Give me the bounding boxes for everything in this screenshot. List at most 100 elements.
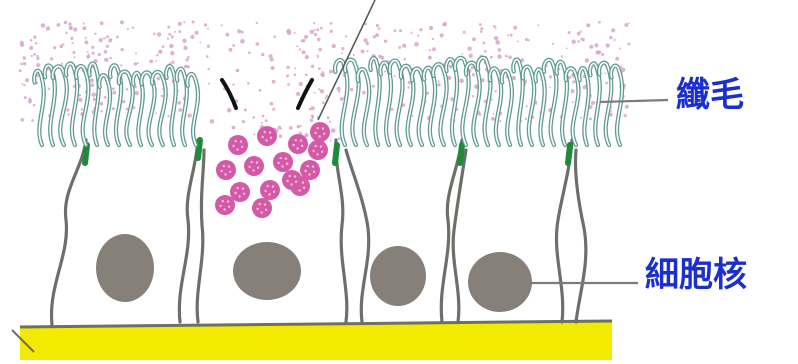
- cell-walls: [12, 140, 586, 352]
- mucus-dot: [394, 29, 397, 32]
- mucus-dot: [121, 48, 124, 51]
- mucus-dot: [429, 26, 433, 30]
- granule-speck: [223, 165, 225, 167]
- mucus-dot: [207, 28, 209, 30]
- tight-junction: [460, 145, 462, 163]
- mucus-dot: [329, 70, 333, 74]
- mucus-dot: [255, 42, 259, 46]
- mucus-dot: [192, 21, 195, 24]
- mucus-dot: [33, 53, 36, 56]
- nucleus: [370, 246, 426, 306]
- mucus-dot: [412, 115, 414, 117]
- mucus-dot: [380, 56, 384, 60]
- mucus-dot: [586, 23, 590, 27]
- mucus-dot: [68, 22, 71, 25]
- mucus-dot: [91, 93, 95, 97]
- mucus-dot: [46, 26, 50, 30]
- mucus-dot: [497, 54, 501, 58]
- mucus-dot: [480, 27, 483, 30]
- mucus-dot: [490, 56, 493, 59]
- mucus-dot: [195, 31, 199, 35]
- mucus-dot: [261, 53, 264, 56]
- mucus-dot: [259, 89, 262, 92]
- granule-speck: [236, 148, 238, 150]
- mucus-dot: [299, 82, 303, 86]
- mucus-dot: [106, 45, 109, 48]
- mucus-dot: [572, 80, 575, 83]
- mucus-dot: [280, 128, 282, 130]
- tight-junction: [335, 145, 337, 163]
- mucus-dot: [494, 36, 498, 40]
- mucus-dot: [294, 68, 296, 70]
- mucus-dot: [158, 51, 161, 54]
- granule-speck: [240, 140, 242, 142]
- mucus-dot: [320, 27, 323, 30]
- cell-wall: [52, 140, 86, 325]
- granule-speck: [312, 150, 314, 152]
- mucus-dot: [537, 24, 539, 26]
- mucus-dot: [67, 113, 69, 115]
- mucus-dot: [362, 91, 366, 95]
- granule-speck: [295, 181, 297, 183]
- mucus-dot: [269, 54, 273, 58]
- mucus-dot: [207, 68, 209, 70]
- mucus-dot: [364, 38, 368, 42]
- granule: [282, 170, 302, 190]
- mucus-dot: [236, 69, 240, 73]
- granule: [252, 198, 272, 218]
- granule: [308, 140, 328, 160]
- mucus-dot: [311, 114, 314, 117]
- mucus-dot: [69, 26, 73, 30]
- mucus-dot: [78, 98, 82, 102]
- granule-speck: [289, 175, 291, 177]
- mucus-dot: [305, 74, 308, 77]
- mucus-dot: [65, 32, 67, 34]
- granule-speck: [241, 146, 243, 148]
- mucus-dot: [229, 48, 233, 52]
- mucus-dot: [326, 95, 328, 97]
- mucus-dot: [226, 33, 230, 37]
- mucus-dot: [373, 35, 376, 38]
- mucus-dot: [92, 52, 95, 55]
- mucus-dot: [628, 43, 631, 46]
- mucus-dot: [572, 40, 576, 44]
- mucus-dot: [399, 29, 402, 32]
- granule-speck: [316, 153, 318, 155]
- mucus-dot: [241, 31, 244, 34]
- mucus-dot: [186, 58, 189, 61]
- mucus-dot: [449, 65, 453, 69]
- mucus-dot: [232, 44, 235, 47]
- mucus-dot: [167, 38, 169, 40]
- mucus-dot: [378, 28, 381, 31]
- granule-speck: [323, 133, 325, 135]
- granule: [257, 126, 277, 146]
- mucus-dot: [341, 53, 343, 55]
- mucus-dot: [305, 55, 309, 59]
- mucus-dot: [171, 61, 174, 64]
- mucus-dot: [624, 23, 628, 27]
- mucus-dot: [36, 63, 40, 67]
- mucus-dot: [493, 25, 496, 28]
- granule-speck: [235, 140, 237, 142]
- tight-junction: [568, 145, 570, 163]
- mucus-dot: [66, 108, 69, 111]
- mucus-dot: [297, 125, 300, 128]
- mucus-dot: [546, 65, 548, 67]
- mucus-dot: [87, 51, 89, 53]
- mucus-dot: [155, 112, 157, 114]
- granule-speck: [286, 180, 288, 182]
- mucus-dot: [310, 119, 313, 122]
- mucus-dot: [48, 88, 50, 90]
- mucus-dot: [61, 63, 63, 65]
- cell-wall: [346, 150, 369, 322]
- mucus-dot: [104, 37, 106, 39]
- mucus-dot: [232, 83, 234, 85]
- mucus-dot: [314, 33, 317, 36]
- mucus-dot: [338, 137, 341, 140]
- mucus-dot: [183, 21, 185, 23]
- mucus-dot: [112, 107, 115, 110]
- mucus-dot: [484, 50, 487, 53]
- mucus-dot: [398, 46, 401, 49]
- mucus-dot: [327, 116, 330, 119]
- mucus-dot: [104, 58, 108, 62]
